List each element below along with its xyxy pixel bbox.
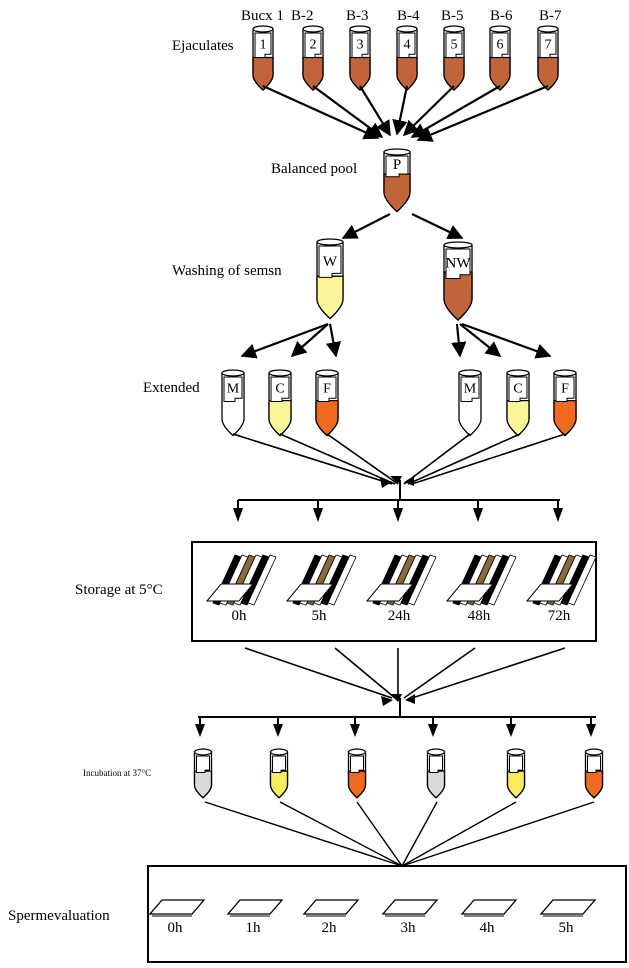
pool-arrows — [341, 213, 464, 239]
storage-slides-48h: 48h — [445, 554, 517, 624]
evaluation-slide-5h: 5h — [539, 899, 597, 936]
evaluation-slide-0h: 0h — [148, 899, 206, 936]
extender-tube-m-1-label: M — [227, 381, 240, 396]
ejaculate-tube-1: 1 — [252, 25, 274, 91]
evaluation-time-0h: 0h — [168, 920, 184, 936]
ejaculate-tube-7-label: 7 — [545, 37, 552, 52]
evaluation-time-3h: 3h — [401, 920, 417, 936]
ejaculate-tube-6: 6 — [489, 25, 511, 91]
storage-lines — [244, 647, 566, 699]
pool-tube: P — [383, 148, 411, 213]
evaluation-time-5h: 5h — [559, 920, 575, 936]
bull-label-4: B-4 — [397, 8, 420, 24]
extender-tube-f-3-label: F — [323, 381, 331, 396]
ejaculate-tube-2-label: 2 — [310, 37, 317, 52]
bull-label-2: B-2 — [291, 8, 314, 24]
storage-slides-5h: 5h — [285, 554, 357, 624]
extender-tube-c-2-label: C — [275, 381, 284, 396]
balanced-pool-label: Balanced pool — [271, 161, 357, 177]
incubation-tube-5 — [506, 748, 526, 799]
pool-tube-p-label: P — [393, 157, 401, 173]
bull-labels: Bucx 1 B-2 B-3 B-4 B-5 B-6 B-7 — [241, 8, 562, 24]
storage-time-24h: 24h — [388, 608, 411, 624]
wash-tube-nw-label: NW — [446, 256, 472, 272]
incubation-label: Incubation at 37°C — [83, 768, 151, 778]
evaluation-slide-3h: 3h — [381, 899, 439, 936]
bull-label-3: B-3 — [346, 8, 369, 24]
storage-time-5h: 5h — [312, 608, 328, 624]
ejaculate-tube-3-label: 3 — [357, 37, 364, 52]
ejaculate-tube-5-label: 5 — [451, 37, 458, 52]
storage-label: Storage at 5°C — [75, 582, 163, 598]
wash-tube-nw: NW — [443, 241, 473, 321]
incubation-tube-6 — [584, 748, 604, 799]
spermevaluation-label: Spermevaluation — [8, 908, 110, 924]
washing-arrows — [240, 322, 552, 359]
ejaculate-tube-4-label: 4 — [404, 37, 411, 52]
incubation-tubes — [193, 748, 604, 799]
ejaculate-tube-7: 7 — [537, 25, 559, 91]
extender-tube-f-6-label: F — [561, 381, 569, 396]
washing-label: Washing of semsn — [172, 263, 282, 279]
extender-tube-m-4-label: M — [464, 381, 477, 396]
ejaculate-tube-3: 3 — [349, 25, 371, 91]
wash-tube-w-label: W — [323, 254, 338, 270]
evaluation-slide-1h: 1h — [226, 899, 284, 936]
bull-label-7: B-7 — [539, 8, 562, 24]
evaluation-slide-2h: 2h — [302, 899, 360, 936]
storage-box — [191, 541, 597, 642]
ejaculate-tube-6-label: 6 — [497, 37, 504, 52]
incubation-lines — [204, 801, 595, 867]
extender-tube-c-2: C — [268, 369, 292, 437]
bull-label-5: B-5 — [441, 8, 464, 24]
extender-lines — [232, 433, 566, 485]
ejaculate-tube-1-label: 1 — [260, 37, 267, 52]
storage-time-72h: 72h — [548, 608, 571, 624]
ejaculate-tube-5: 5 — [443, 25, 465, 91]
incubation-distribution — [195, 698, 596, 737]
extender-tube-m-4: M — [458, 369, 482, 437]
extended-label: Extended — [143, 380, 200, 396]
storage-slides-24h: 24h — [365, 554, 437, 624]
wash-tube-w: W — [316, 238, 344, 320]
extender-tube-f-3: F — [315, 369, 339, 437]
evaluation-slide-4h: 4h — [460, 899, 518, 936]
storage-distribution — [233, 480, 563, 522]
storage-slide-stacks: 0h 5h 24h 48h 72h — [205, 554, 597, 624]
extender-tube-f-6: F — [553, 369, 577, 437]
evaluation-time-1h: 1h — [246, 920, 262, 936]
extender-tube-m-1: M — [221, 369, 245, 437]
incubation-tube-4 — [426, 748, 446, 799]
extender-tube-c-5: C — [506, 369, 530, 437]
evaluation-time-4h: 4h — [480, 920, 496, 936]
evaluation-box — [147, 865, 627, 963]
incubation-tube-2 — [269, 748, 289, 799]
ejaculate-arrows — [262, 84, 549, 142]
bull-label-1: Bucx 1 — [241, 8, 284, 24]
extender-tube-c-5-label: C — [513, 381, 522, 396]
incubation-tube-1 — [193, 748, 213, 799]
evaluation-slides: 0h 1h 2h 3h 4h 5h — [148, 899, 597, 936]
pool-tube-p: P — [383, 148, 411, 213]
storage-time-0h: 0h — [232, 608, 248, 624]
washing-tubes: W NW — [316, 238, 473, 321]
evaluation-time-2h: 2h — [322, 920, 338, 936]
ejaculates-label: Ejaculates — [172, 38, 234, 54]
storage-slides-0h: 0h — [205, 554, 277, 624]
incubation-tube-3 — [347, 748, 367, 799]
ejaculate-tube-2: 2 — [302, 25, 324, 91]
storage-slides-72h: 72h — [525, 554, 597, 624]
bull-label-6: B-6 — [490, 8, 513, 24]
ejaculate-tube-4: 4 — [396, 25, 418, 91]
storage-time-48h: 48h — [468, 608, 491, 624]
ejaculate-tubes: 1 2 3 4 5 6 7 — [252, 25, 559, 91]
